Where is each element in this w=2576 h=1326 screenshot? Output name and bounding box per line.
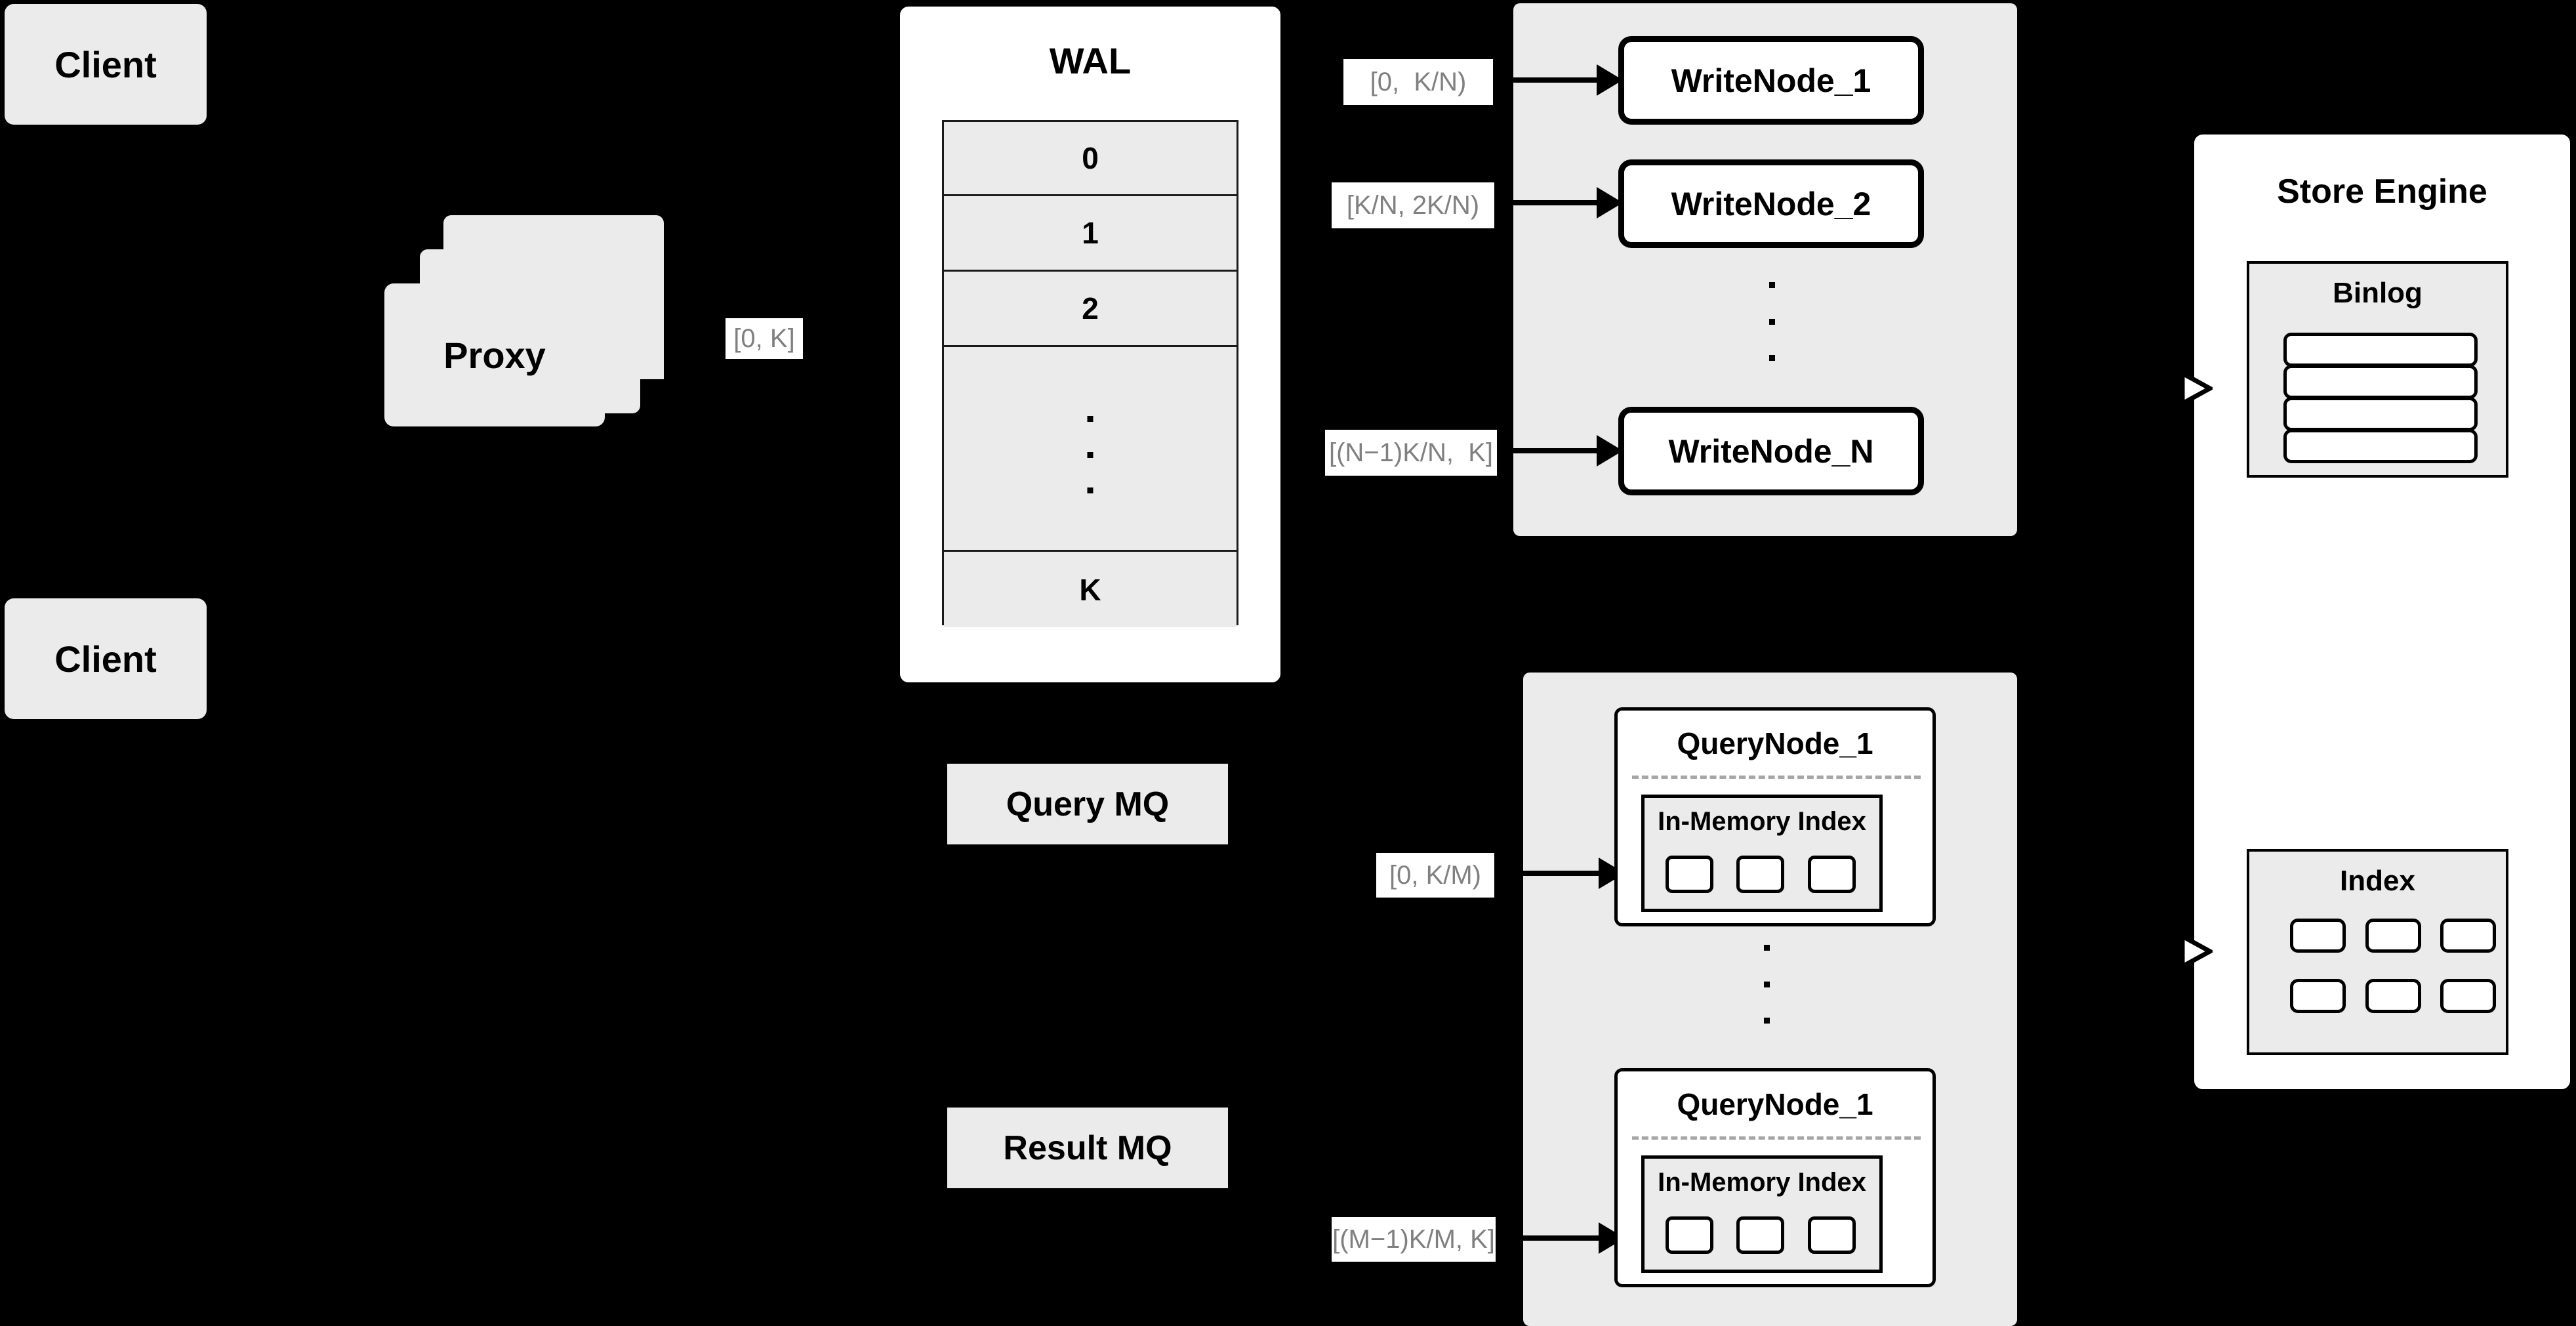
client-label-1: Client xyxy=(54,43,157,85)
write-node-n-arrow-line xyxy=(1500,448,1617,453)
write-node-n-range-label: [(N−1)K/N, K] xyxy=(1325,430,1497,476)
proxy-range-text: [0, K] xyxy=(733,323,795,353)
index-title: Index xyxy=(2249,865,2506,898)
write-node-n-label: WriteNode_N xyxy=(1668,432,1874,470)
wal-row-1-label: 1 xyxy=(1082,216,1099,250)
wal-row-1: 1 xyxy=(944,196,1237,272)
result-mq-box[interactable]: Result MQ xyxy=(947,1108,1228,1188)
write-node-2[interactable]: WriteNode_2 xyxy=(1618,159,1924,248)
index-cell-r1c3 xyxy=(2440,919,2496,953)
wal-row-ellipsis xyxy=(944,347,1237,552)
index-title-text: Index xyxy=(2340,865,2415,897)
wal-row-k: K xyxy=(944,552,1237,627)
write-node-1-arrow-line xyxy=(1500,77,1617,83)
query-node-1-index-title-text: In-Memory Index xyxy=(1658,807,1866,836)
write-node-1[interactable]: WriteNode_1 xyxy=(1618,36,1924,125)
wal-title: WAL xyxy=(897,39,1284,82)
binlog-arrow-line xyxy=(2152,386,2189,390)
binlog-slot-3 xyxy=(2283,397,2478,431)
query-mq-box[interactable]: Query MQ xyxy=(947,764,1228,844)
index-cell-r2c3 xyxy=(2440,979,2496,1013)
query-node-1-title: QueryNode_1 xyxy=(1618,726,1932,761)
query-node-2-index-cell-3 xyxy=(1808,1216,1856,1254)
query-node-1-in-memory-index: In-Memory Index xyxy=(1641,795,1883,912)
client-label-2: Client xyxy=(54,638,157,680)
wal-title-text: WAL xyxy=(1049,40,1132,81)
write-node-1-range-label: [0, K/N) xyxy=(1343,59,1493,105)
proxy-label: Proxy xyxy=(443,334,546,376)
query-node-1-index-title: In-Memory Index xyxy=(1645,807,1879,837)
query-node-1-index-cell-1 xyxy=(1666,856,1713,893)
query-node-2-index-title-text: In-Memory Index xyxy=(1658,1168,1866,1197)
query-node-1-range-label: [0, K/M) xyxy=(1376,853,1494,898)
query-node-2-divider xyxy=(1632,1136,1921,1140)
binlog-slot-2 xyxy=(2283,365,2478,399)
proxy-range-label: [0, K] xyxy=(726,318,803,359)
binlog-arrow-head-open xyxy=(2180,371,2213,406)
query-node-2[interactable]: QueryNode_1 In-Memory Index xyxy=(1614,1068,1936,1287)
proxy-stack-stub xyxy=(617,335,664,379)
client-box-1[interactable]: Client xyxy=(5,4,207,125)
query-node-1-range-text: [0, K/M) xyxy=(1389,860,1482,890)
write-node-2-range-label: [K/N, 2K/N) xyxy=(1332,182,1494,228)
query-node-2-index-cell-2 xyxy=(1736,1216,1784,1254)
index-cell-r2c2 xyxy=(2365,979,2421,1013)
write-node-1-range-text: [0, K/N) xyxy=(1370,67,1467,96)
query-node-2-range-label: [(M−1)K/M, K] xyxy=(1332,1217,1496,1262)
index-arrow-head-open xyxy=(2180,934,2213,969)
client-box-2[interactable]: Client xyxy=(5,598,207,719)
binlog-title-text: Binlog xyxy=(2333,277,2423,309)
binlog-slot-4 xyxy=(2283,429,2478,463)
write-node-2-range-text: [K/N, 2K/N) xyxy=(1346,190,1480,220)
binlog-slot-1 xyxy=(2283,333,2478,367)
wal-ellipsis-dots xyxy=(1087,416,1094,493)
proxy-box[interactable]: Proxy xyxy=(384,283,605,426)
query-node-1[interactable]: QueryNode_1 In-Memory Index xyxy=(1614,707,1936,926)
wal-row-k-label: K xyxy=(1079,572,1101,607)
query-node-2-title-text: QueryNode_1 xyxy=(1677,1087,1873,1121)
query-node-2-in-memory-index: In-Memory Index xyxy=(1641,1155,1883,1273)
wal-row-2-label: 2 xyxy=(1082,291,1099,325)
index-cell-r2c1 xyxy=(2290,979,2346,1013)
index-cell-r1c2 xyxy=(2365,919,2421,953)
result-mq-label: Result MQ xyxy=(1003,1129,1172,1167)
query-node-1-index-cell-3 xyxy=(1808,856,1856,893)
query-node-2-index-title: In-Memory Index xyxy=(1645,1168,1879,1197)
write-node-1-label: WriteNode_1 xyxy=(1671,62,1871,99)
binlog-box: Binlog xyxy=(2247,261,2508,478)
query-node-1-arrow-line xyxy=(1501,871,1619,876)
query-node-ellipsis-dots xyxy=(1763,945,1770,1024)
index-box: Index xyxy=(2247,849,2508,1055)
wal-row-2: 2 xyxy=(944,272,1237,347)
query-node-1-index-cell-2 xyxy=(1736,856,1784,893)
index-cell-r1c1 xyxy=(2290,919,2346,953)
query-node-2-range-text: [(M−1)K/M, K] xyxy=(1332,1224,1495,1254)
store-engine-title: Store Engine xyxy=(2191,172,2573,211)
wal-row-0-label: 0 xyxy=(1082,141,1099,175)
binlog-title: Binlog xyxy=(2249,277,2506,310)
query-node-2-title: QueryNode_1 xyxy=(1618,1087,1932,1122)
query-node-1-divider xyxy=(1632,776,1921,779)
write-node-n-range-text: [(N−1)K/N, K] xyxy=(1328,438,1494,467)
write-node-ellipsis-dots xyxy=(1768,282,1775,361)
query-node-2-arrow-line xyxy=(1501,1235,1619,1241)
write-node-2-label: WriteNode_2 xyxy=(1671,185,1871,222)
write-node-2-arrow-line xyxy=(1500,200,1617,205)
query-node-1-title-text: QueryNode_1 xyxy=(1677,726,1873,760)
query-mq-label: Query MQ xyxy=(1006,785,1170,823)
query-node-2-index-cell-1 xyxy=(1666,1216,1713,1254)
write-node-n[interactable]: WriteNode_N xyxy=(1618,407,1924,495)
store-engine-title-text: Store Engine xyxy=(2277,173,2487,211)
wal-row-stack: 0 1 2 K xyxy=(942,120,1238,627)
wal-row-0: 0 xyxy=(944,122,1237,196)
index-arrow-line xyxy=(2152,949,2189,953)
